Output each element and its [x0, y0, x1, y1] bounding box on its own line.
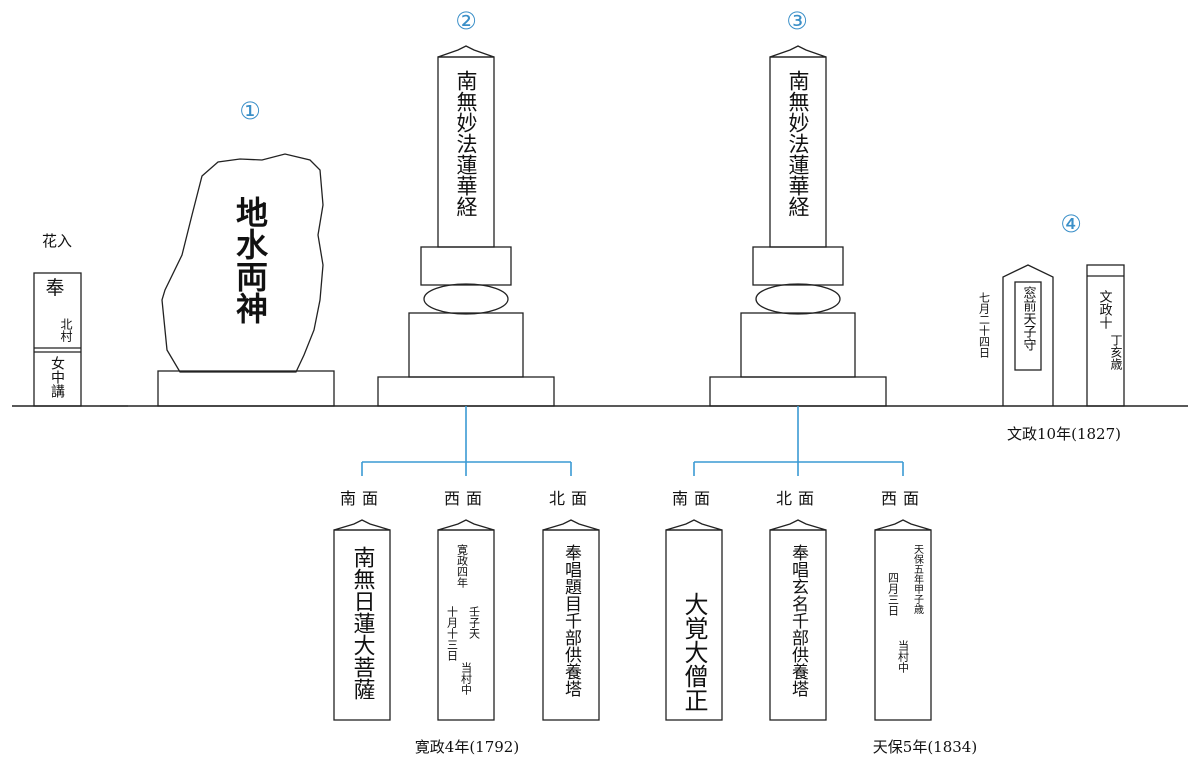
face-3-west-line2: 四月三日 — [887, 572, 900, 616]
face-2-south-label: 南面 — [340, 489, 384, 508]
face-2-south-text: 南無日蓮大菩薩 — [350, 546, 376, 700]
face-2-west-label: 西面 — [444, 489, 488, 508]
face-2-west-line4: 当村中 — [460, 661, 473, 695]
stone-4-main-text: 窓前天子守 — [1021, 285, 1037, 351]
stone-4-left-date: 七月二十四日 — [978, 292, 991, 358]
marker-2: ② — [455, 7, 477, 35]
stone-1-jizo: 地水両神 — [157, 153, 335, 407]
flower-vase-label: 花入 — [42, 232, 72, 250]
stone-1-text: 地水両神 — [231, 196, 269, 324]
face-3-west-line3: 当村中 — [897, 639, 910, 673]
flower-vase-top-text: 奉 — [45, 277, 64, 299]
face-3-north-text: 奉唱玄名千部供養塔 — [788, 544, 809, 697]
face-2-west-line1: 寛政四年 — [456, 543, 469, 588]
tower-2-text: 南無妙法蓮華経 — [454, 70, 478, 217]
face-2-north-pillar: 奉唱題目千部供養塔 — [542, 519, 600, 721]
flower-vase-stone: 花入 奉 北村 女中講 — [33, 232, 82, 407]
connector-3 — [693, 406, 904, 476]
era-label-stone-3: 天保5年(1834) — [873, 738, 977, 756]
stone-2-tower: 南無妙法蓮華経 — [377, 45, 555, 407]
face-2-west-line3: 十月十三日 — [446, 605, 459, 661]
face-3-north-label: 北面 — [776, 489, 820, 508]
flower-vase-body — [33, 272, 82, 407]
face-3-west-pillar: 天保五年甲子歳 四月三日 当村中 — [874, 519, 932, 721]
marker-1: ① — [239, 97, 261, 125]
face-2-south-pillar: 南無日蓮大菩薩 — [333, 519, 391, 721]
connector-2 — [361, 406, 572, 476]
face-3-west-label: 西面 — [881, 489, 925, 508]
face-2-north-text: 奉唱題目千部供養塔 — [561, 544, 582, 697]
era-label-stone-2: 寛政4年(1792) — [415, 738, 519, 756]
stone-4-group: 七月二十四日 窓前天子守 文政十 丁亥歳 — [978, 264, 1125, 407]
stone-3-tower: 南無妙法蓮華経 — [709, 45, 887, 407]
stone-4-right-text-b: 丁亥歳 — [1109, 334, 1123, 370]
face-2-west-line2: 壬子天 — [468, 606, 481, 640]
era-label-stone-4: 文政10年(1827) — [1007, 425, 1121, 443]
tower-3-text: 南無妙法蓮華経 — [786, 70, 810, 217]
face-3-west-line1: 天保五年甲子歳 — [912, 544, 924, 614]
face-3-north-pillar: 奉唱玄名千部供養塔 — [769, 519, 827, 721]
face-3-south-text: 大覚大僧正 — [680, 592, 708, 712]
face-2-west-pillar: 寛政四年 壬子天 十月十三日 当村中 — [437, 519, 495, 721]
face-3-south-label: 南面 — [672, 489, 716, 508]
face-3-south-pillar: 大覚大僧正 — [665, 519, 723, 721]
stone-4-right-text-a: 文政十 — [1097, 290, 1113, 329]
flower-vase-bottom-text: 女中講 — [49, 355, 65, 398]
marker-4: ④ — [1060, 210, 1082, 238]
flower-vase-side-text: 北村 — [59, 318, 73, 342]
marker-3: ③ — [786, 7, 808, 35]
face-2-north-label: 北面 — [549, 489, 593, 508]
